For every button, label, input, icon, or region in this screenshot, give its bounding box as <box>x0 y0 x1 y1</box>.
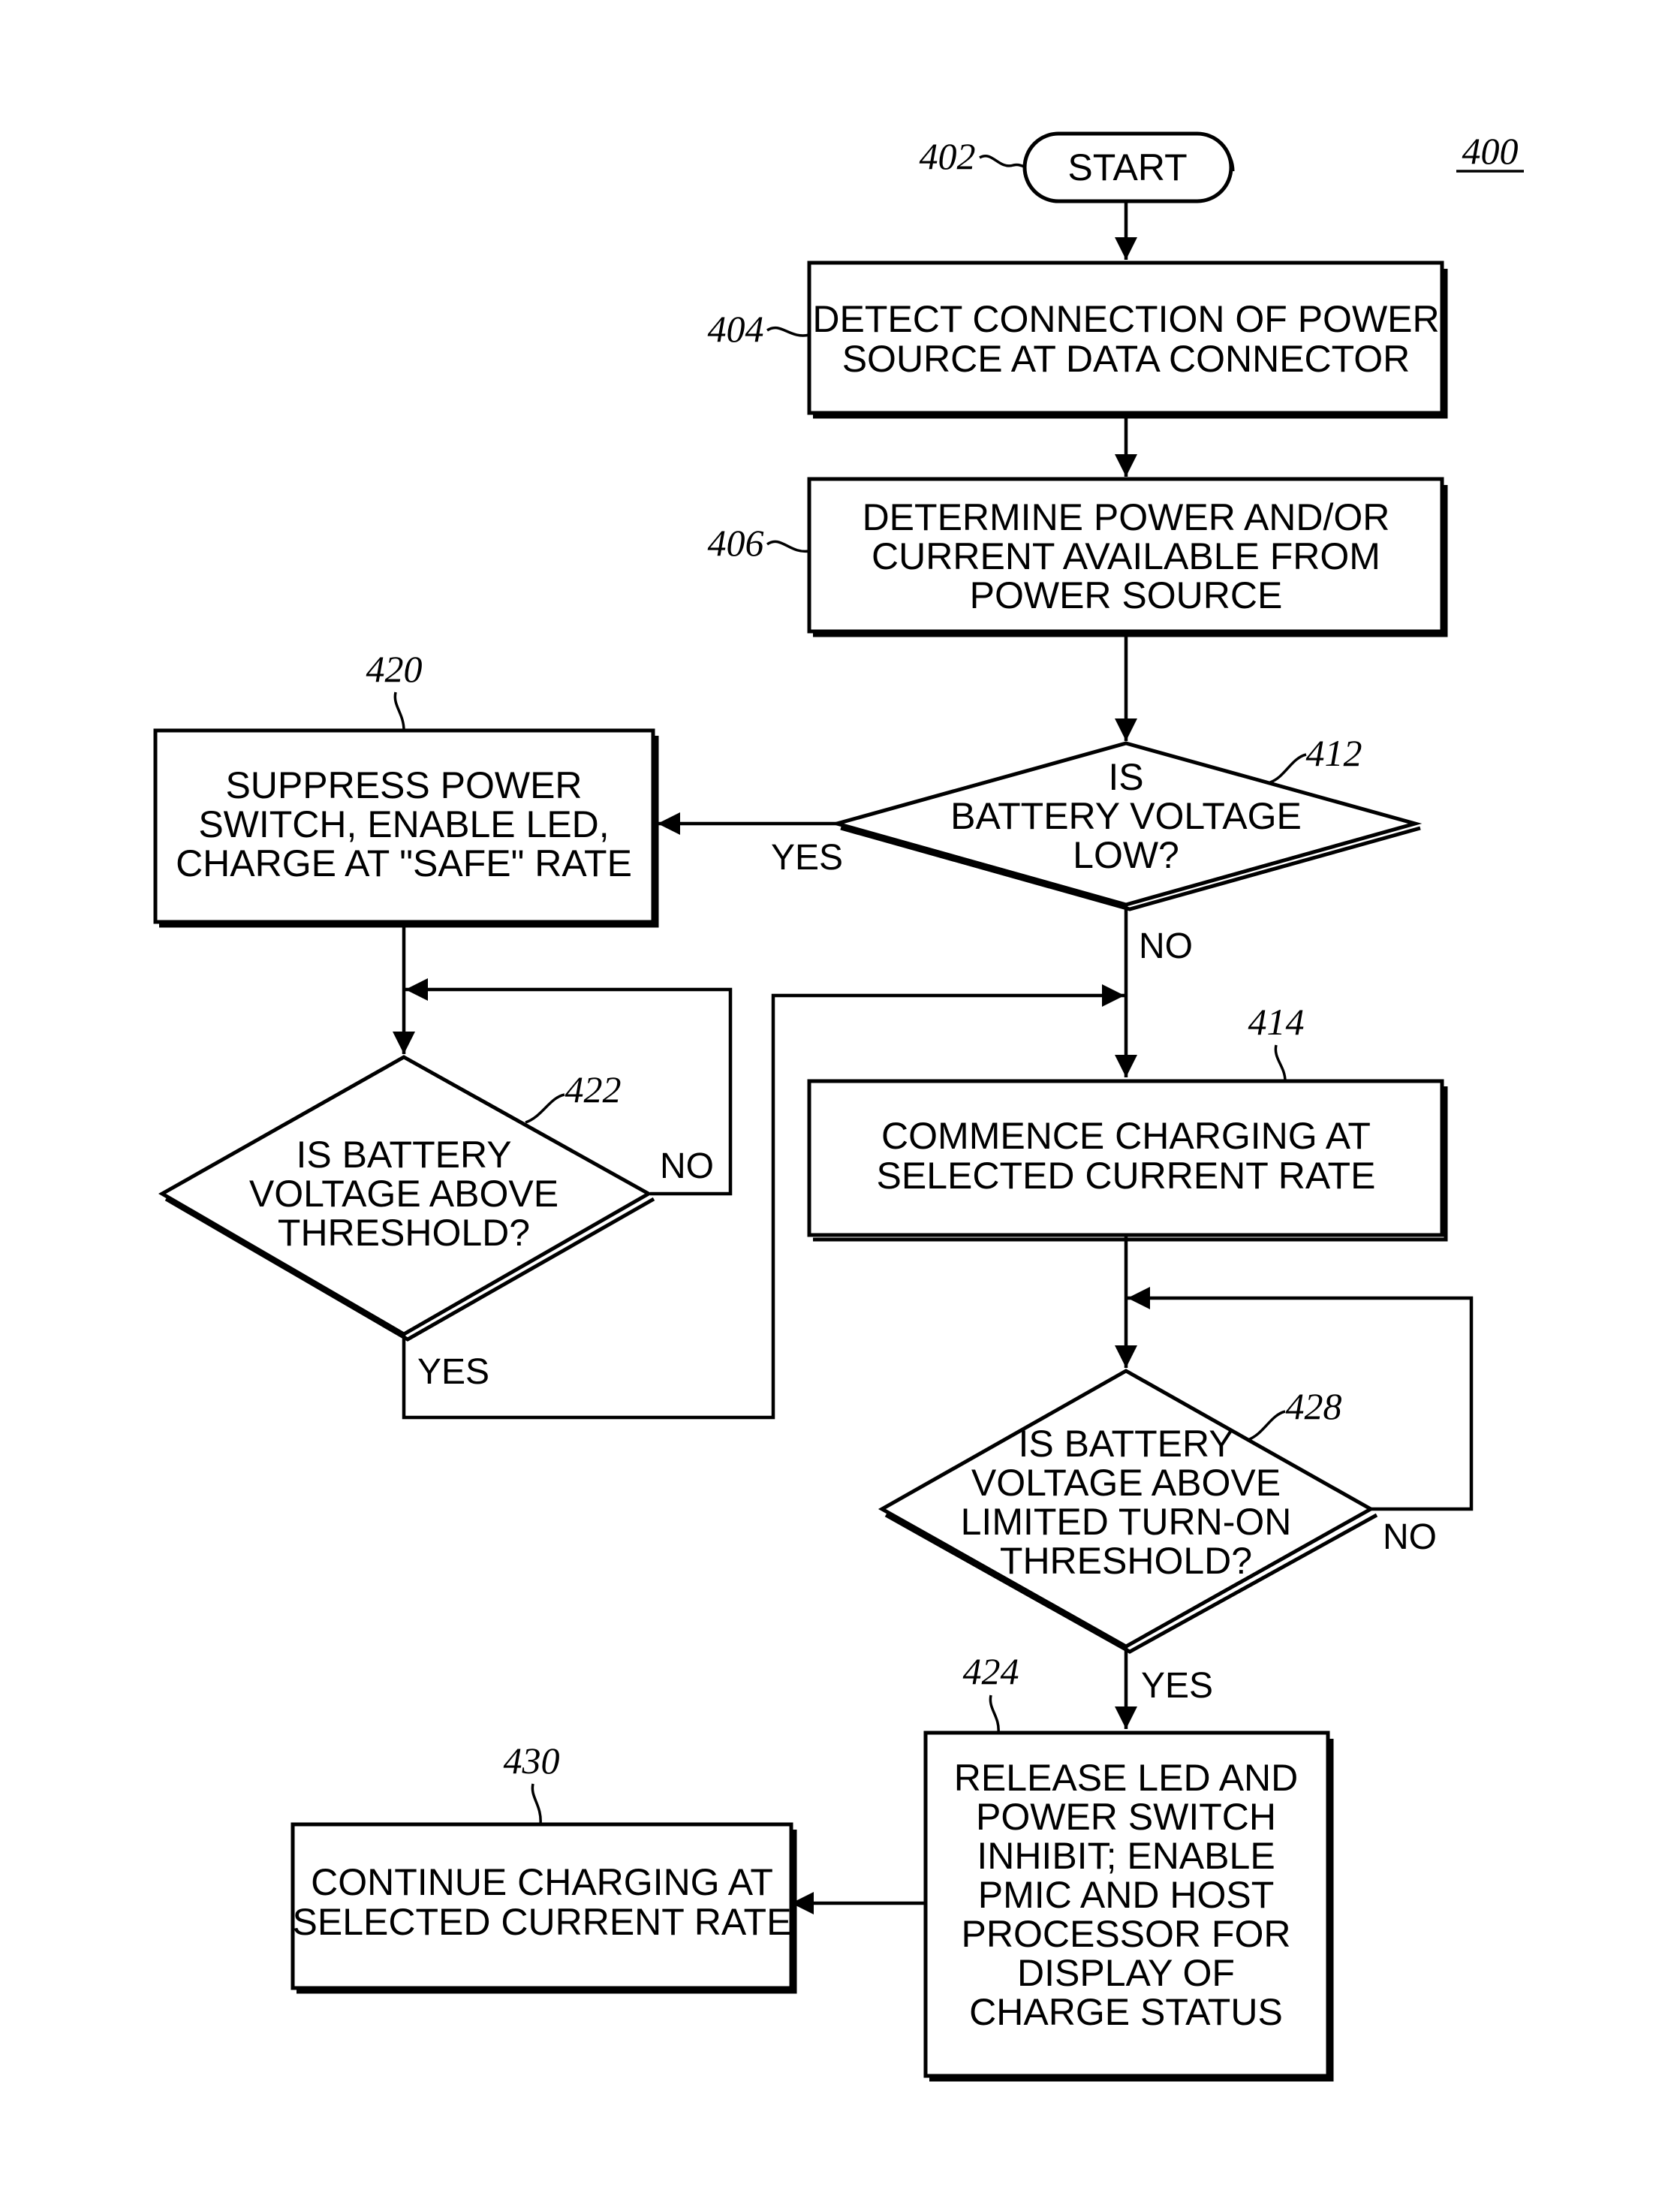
suppress-line-1: SUPPRESS POWER <box>225 764 582 806</box>
ref-422: 422 <box>565 1068 622 1110</box>
detect-line-1: DETECT CONNECTION OF POWER <box>812 298 1439 340</box>
ref-430: 430 <box>504 1740 560 1782</box>
detect-box: DETECT CONNECTION OF POWER SOURCE AT DAT… <box>809 263 1446 417</box>
turn-on-line-2: VOLTAGE ABOVE <box>971 1462 1281 1504</box>
release-line-2: POWER SWITCH <box>976 1796 1276 1838</box>
continue-line-1: CONTINUE CHARGING AT <box>311 1861 773 1903</box>
ref-430-leader <box>532 1784 540 1824</box>
ref-404: 404 <box>708 308 764 350</box>
start-label: START <box>1067 146 1187 188</box>
commence-line-2: SELECTED CURRENT RATE <box>877 1155 1376 1197</box>
release-line-4: PMIC AND HOST <box>978 1874 1274 1916</box>
ref-404-leader <box>767 328 809 336</box>
figure-reference: 400 <box>1462 130 1519 172</box>
start-terminal: START <box>1025 134 1233 201</box>
release-line-5: PROCESSOR FOR <box>962 1913 1291 1955</box>
release-box: RELEASE LED AND POWER SWITCH INHIBIT; EN… <box>926 1733 1332 2080</box>
turn-on-line-1: IS BATTERY <box>1018 1423 1233 1465</box>
ref-424-leader <box>990 1695 998 1733</box>
turn-on-line-3: LIMITED TURN-ON <box>961 1501 1292 1543</box>
ref-412-leader <box>1270 755 1306 782</box>
edge-label-turnon-no: NO <box>1383 1517 1437 1557</box>
edge-label-low-yes: YES <box>771 838 843 878</box>
ref-428: 428 <box>1286 1385 1342 1427</box>
ref-420: 420 <box>366 648 423 690</box>
determine-line-1: DETERMINE POWER AND/OR <box>863 496 1390 538</box>
release-line-3: INHIBIT; ENABLE <box>977 1835 1275 1877</box>
ref-412: 412 <box>1306 732 1362 774</box>
commence-line-1: COMMENCE CHARGING AT <box>881 1115 1371 1157</box>
ref-422-leader <box>525 1095 565 1122</box>
battery-low-line-3: LOW? <box>1073 834 1179 876</box>
determine-line-2: CURRENT AVAILABLE FROM <box>872 535 1380 577</box>
commence-box: COMMENCE CHARGING AT SELECTED CURRENT RA… <box>809 1081 1446 1240</box>
edge-label-threshold-no: NO <box>660 1146 714 1186</box>
edge-label-turnon-yes: YES <box>1141 1666 1213 1706</box>
edge-label-low-no: NO <box>1139 926 1193 966</box>
ref-402-leader <box>980 156 1025 167</box>
ref-414: 414 <box>1248 1001 1305 1043</box>
release-line-6: DISPLAY OF <box>1017 1952 1235 1994</box>
continue-line-2: SELECTED CURRENT RATE <box>293 1901 792 1943</box>
detect-line-2: SOURCE AT DATA CONNECTOR <box>842 338 1411 380</box>
threshold-line-1: IS BATTERY <box>296 1134 511 1176</box>
release-line-1: RELEASE LED AND <box>954 1757 1299 1799</box>
suppress-line-3: CHARGE AT "SAFE" RATE <box>176 842 632 884</box>
determine-line-3: POWER SOURCE <box>970 574 1283 616</box>
ref-414-leader <box>1275 1045 1285 1081</box>
ref-406-leader <box>767 541 809 551</box>
battery-low-line-1: IS <box>1108 756 1143 798</box>
ref-420-leader <box>395 692 404 730</box>
continue-box: CONTINUE CHARGING AT SELECTED CURRENT RA… <box>293 1824 795 1992</box>
ref-402: 402 <box>920 135 976 177</box>
threshold-line-3: THRESHOLD? <box>278 1212 530 1254</box>
connectors <box>404 203 1471 1903</box>
release-line-7: CHARGE STATUS <box>969 1991 1283 2033</box>
suppress-line-2: SWITCH, ENABLE LED, <box>198 803 609 845</box>
ref-424: 424 <box>963 1650 1019 1692</box>
ref-406: 406 <box>708 522 764 564</box>
edge-label-threshold-yes: YES <box>417 1352 489 1392</box>
suppress-box: SUPPRESS POWER SWITCH, ENABLE LED, CHARG… <box>155 730 657 926</box>
threshold-line-2: VOLTAGE ABOVE <box>249 1173 558 1215</box>
ref-428-leader <box>1248 1411 1285 1440</box>
determine-box: DETERMINE POWER AND/OR CURRENT AVAILABLE… <box>809 479 1446 635</box>
turn-on-line-4: THRESHOLD? <box>1000 1540 1252 1582</box>
battery-low-line-2: BATTERY VOLTAGE <box>950 795 1302 837</box>
